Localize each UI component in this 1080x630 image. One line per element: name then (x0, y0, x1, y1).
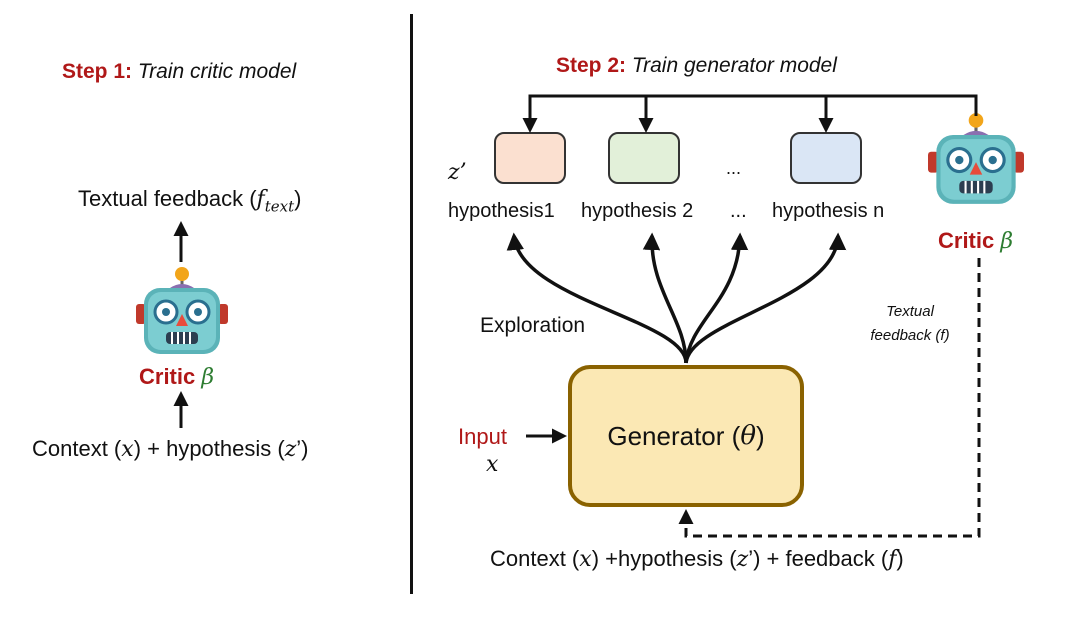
textual-feedback-label: Textual feedback (f) (848, 300, 972, 348)
feedback-sub: text (264, 197, 295, 216)
context-x: x (121, 437, 134, 462)
hypothesis-label-1: hypothesis1 (448, 200, 555, 222)
exploration-label: Exploration (480, 314, 586, 337)
generator-close: ) (755, 420, 765, 451)
left-critic-label: Critic β (139, 364, 214, 390)
step1-number: Step 1: (62, 60, 133, 83)
critic-beta: β (1000, 229, 1014, 254)
exploration-curve-ellipsis (684, 232, 749, 364)
right-critic-label: Critic β (938, 228, 1013, 254)
ellipsis-boxes: ... (726, 158, 742, 178)
step1-description: Train critic model (137, 60, 297, 83)
feedback-close: ) (294, 186, 302, 211)
textual-feedback-output: Textual feedback (ftext) (78, 186, 301, 215)
hypothesis-label-ellipsis: ... (730, 200, 747, 222)
hypothesis-label-2: hypothesis 2 (581, 200, 694, 222)
hypothesis-label-n: hypothesis n (772, 200, 885, 222)
generator-theta: θ (740, 421, 756, 451)
exploration-curve-2 (642, 232, 688, 364)
step2-number: Step 2: (556, 54, 627, 77)
context-mid: ) + hypothesis ( (133, 436, 285, 461)
textual-feedback-line2: feedback (f) (870, 327, 950, 344)
bottom-z: z (736, 547, 749, 572)
left-context-input: Context (x) + hypothesis (z’) (32, 436, 309, 462)
input-var: x (486, 452, 499, 477)
feedback-var: f (256, 187, 265, 212)
input-label: Input (458, 424, 507, 449)
dashed-feedback-loop (678, 258, 981, 538)
critic-word: Critic (139, 364, 196, 389)
exploration-curve-n (684, 232, 847, 364)
step1-title: Step 1: Train critic model (62, 60, 296, 84)
critic-word: Critic (938, 228, 995, 253)
step2-title: Step 2: Train generator model (556, 54, 837, 78)
exploration-curve-1 (506, 232, 688, 364)
hypothesis-box-2 (608, 132, 680, 184)
bottom-mid: ) +hypothesis ( (591, 546, 737, 571)
bottom-pre: Context ( (490, 546, 580, 571)
bottom-mid2: ’) + feedback ( (748, 546, 889, 571)
bottom-x: x (579, 547, 592, 572)
context-end: ’) (296, 436, 309, 461)
textual-feedback-line1: Textual (886, 303, 934, 320)
generator-box: Generator (θ) (568, 365, 804, 507)
z-prime-label: z’ (448, 160, 467, 185)
hypothesis-box-1 (494, 132, 566, 184)
generator-text: Generator ( (607, 420, 741, 451)
step2-description: Train generator model (631, 54, 837, 77)
bottom-end: ) (896, 546, 904, 571)
robot-icon (928, 112, 1024, 206)
context-z: z (284, 437, 297, 462)
context-pre: Context ( (32, 436, 122, 461)
critic-beta: β (201, 365, 215, 390)
robot-icon (136, 266, 228, 356)
top-bracket (528, 94, 978, 128)
feedback-label: Textual feedback ( (78, 186, 257, 211)
bottom-f: f (888, 547, 897, 572)
hypothesis-box-n (790, 132, 862, 184)
section-divider (410, 14, 413, 594)
bottom-context-input: Context (x) +hypothesis (z’) + feedback … (490, 546, 904, 572)
